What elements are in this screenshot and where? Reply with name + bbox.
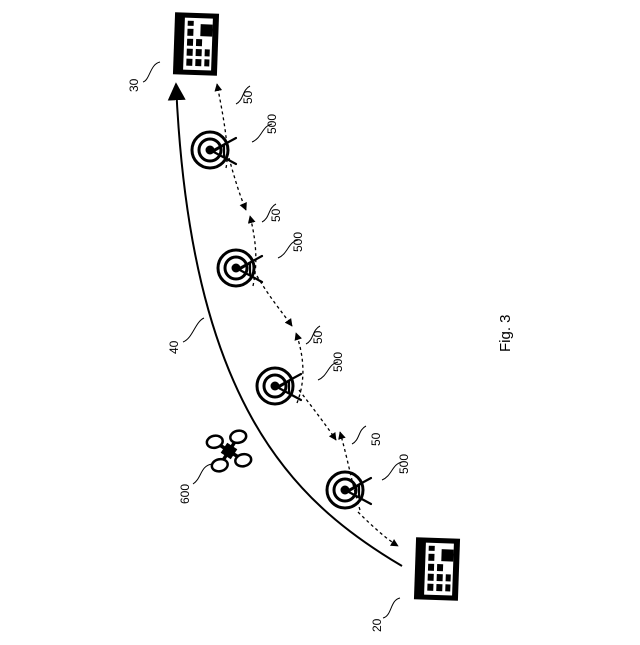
drone-icon (206, 429, 253, 473)
label-link-3: 50 (311, 330, 325, 344)
building-icon-top (173, 12, 219, 75)
communication-links (217, 84, 398, 546)
label-route: 40 (167, 340, 181, 354)
building-icon-bottom (414, 537, 460, 600)
antenna-tower-icon-3 (257, 368, 301, 404)
leader-lines (143, 62, 402, 618)
label-station-4: 500 (397, 454, 411, 474)
figure-caption: Fig. 3 (497, 314, 514, 352)
label-link-2: 50 (269, 208, 283, 222)
label-drone: 600 (178, 484, 192, 504)
label-top-building: 30 (127, 78, 141, 92)
label-station-3: 500 (331, 352, 345, 372)
label-bottom-building: 20 (370, 618, 384, 632)
route-path (176, 84, 402, 566)
antenna-tower-icon-1 (192, 132, 236, 168)
label-station-2: 500 (291, 232, 305, 252)
label-station-1: 500 (265, 114, 279, 134)
antenna-tower-icon-4 (327, 472, 371, 508)
label-link-1: 50 (241, 90, 255, 104)
label-link-4: 50 (369, 432, 383, 446)
